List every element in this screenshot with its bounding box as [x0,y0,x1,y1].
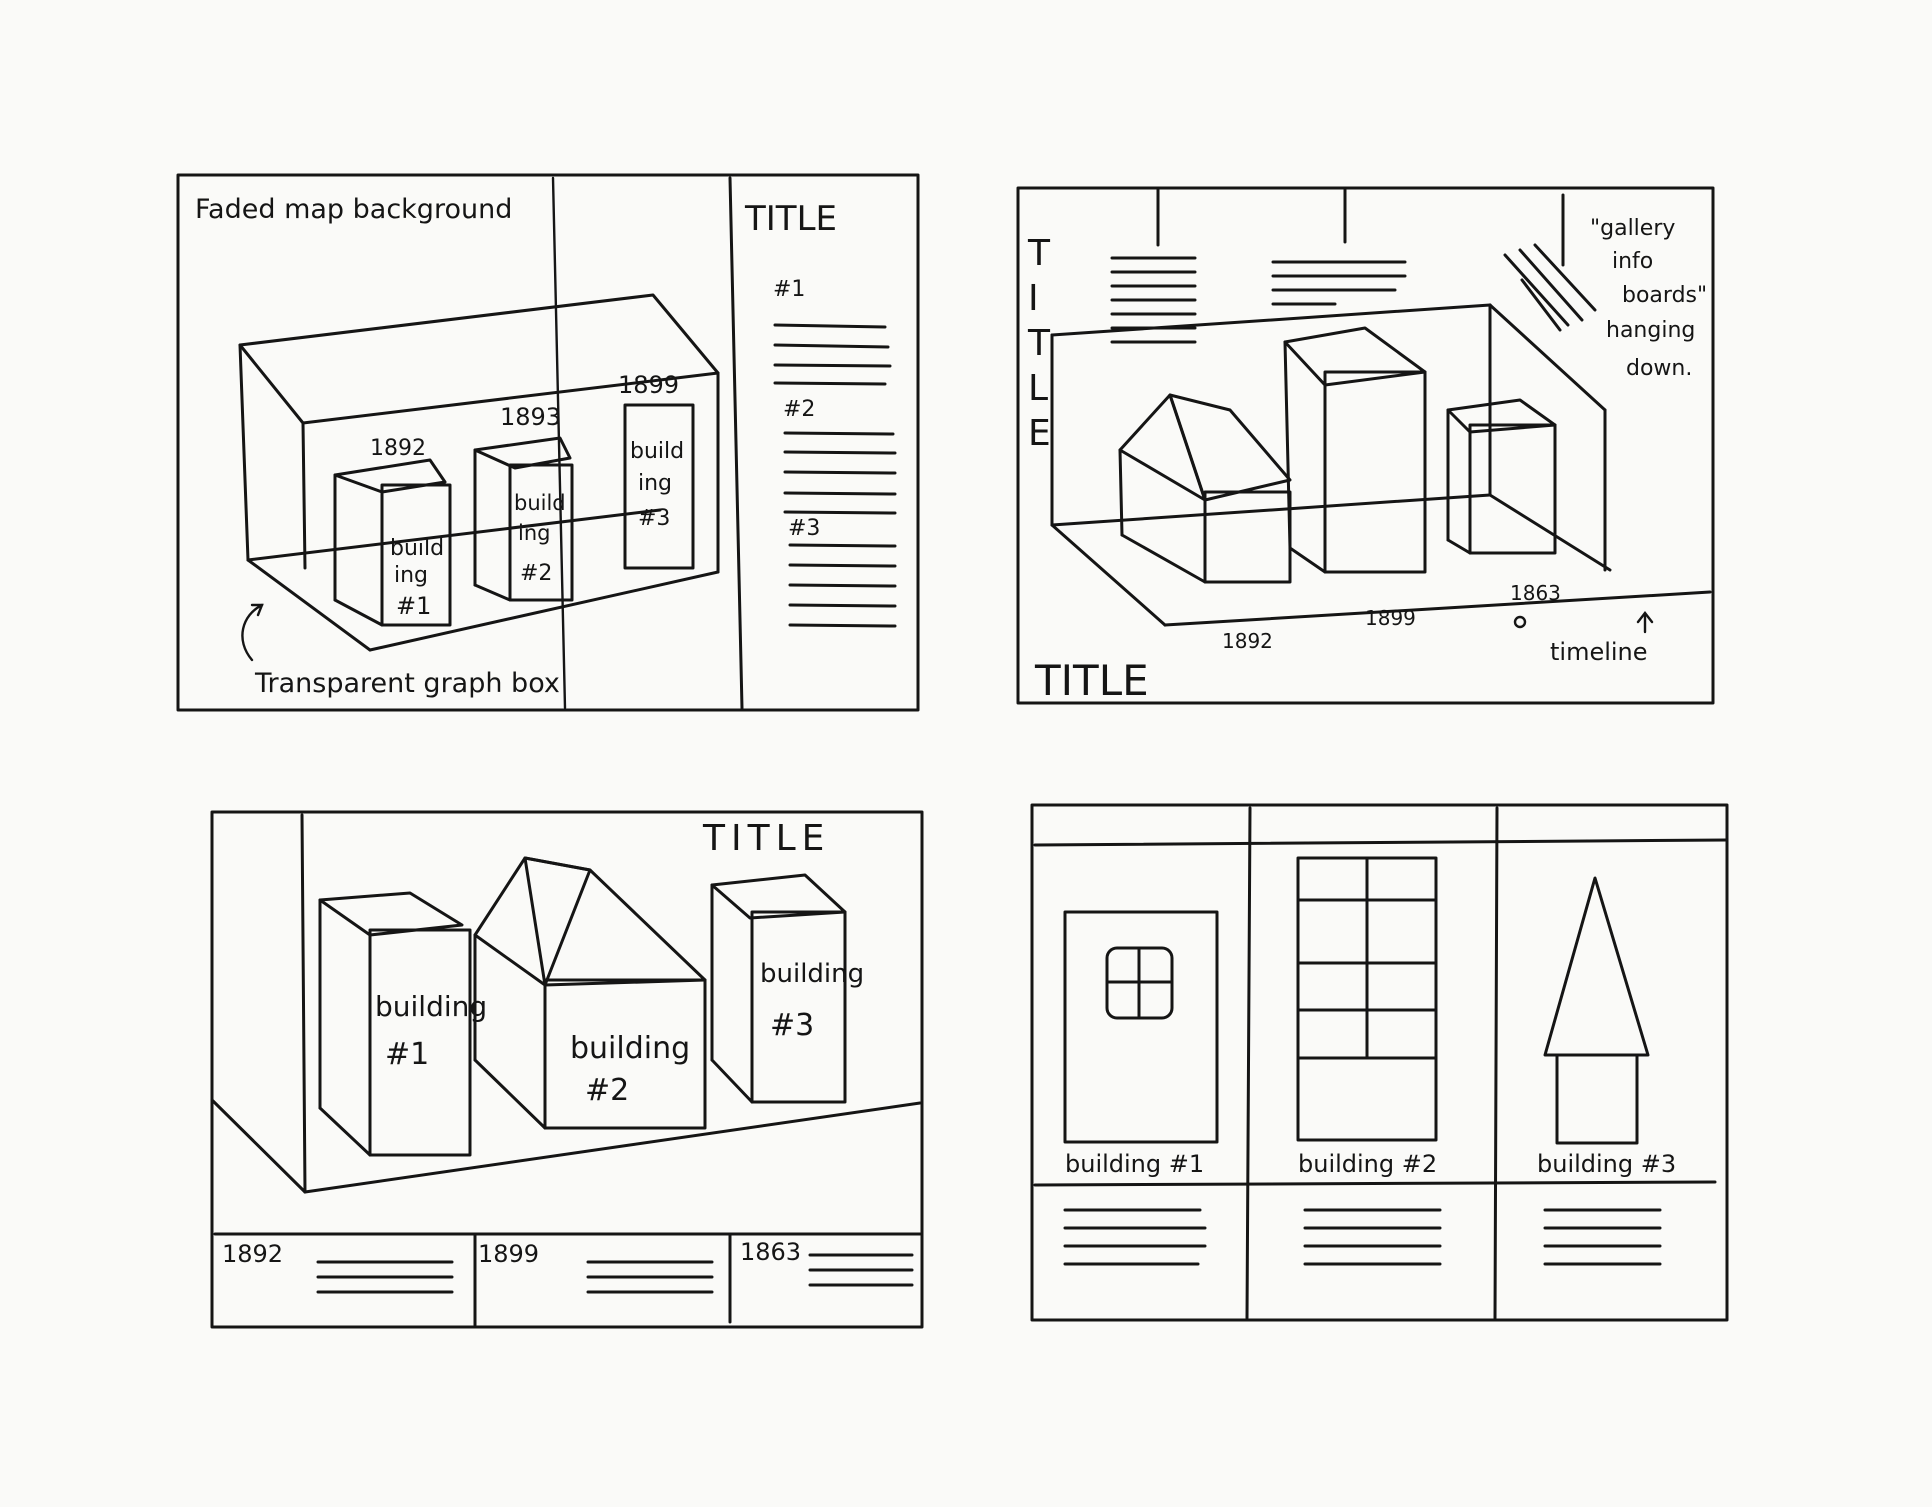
panel-3: TITLE building #1 building #2 building [212,812,922,1327]
panel-3-title: TITLE [702,818,830,859]
panel-1-marker-2: #2 [783,397,815,422]
panel-3-caption-2 [588,1262,712,1292]
panel-2-display-box [1052,305,1710,625]
panel-2-tower [1285,328,1425,572]
panel-4-caption-3 [1545,1210,1660,1264]
panel-1-title: TITLE [744,199,837,239]
panel-1-year-2: 1893 [500,403,561,431]
panel-2-year-1: 1892 [1222,629,1273,653]
panel-1: Faded map background TITLE #1 #2 #3 [178,175,918,710]
panel-3-year-3: 1863 [740,1238,801,1266]
panel-1-bldg3-line2: ing [638,471,672,496]
panel-3-bldg1-line1: building [375,990,487,1023]
panel-1-frame [178,175,918,710]
panel-3-caption-1 [318,1262,452,1292]
panel-1-bldg1-line1: build [390,536,444,561]
panel-4-top-rule [1035,840,1727,845]
panel-3-floor-edge [212,1100,305,1192]
panel-4-label-1: building #1 [1065,1150,1204,1178]
panel-3-bldg3-line1: building [760,959,864,989]
panel-3-year-2: 1899 [478,1240,539,1268]
panel-2-timeline-label: timeline [1550,638,1648,666]
panel-4-label-3: building #3 [1537,1150,1676,1178]
panel-2-note-line-5: down. [1626,356,1692,381]
panel-3-wall-edge [302,815,305,1192]
panel-1-bldg1-line3: #1 [396,592,431,620]
panel-2-title-letter-4: L [1028,368,1048,409]
panel-2-gallery-note: "gallery info boards" hanging down. [1590,216,1707,381]
panel-2-note-line-3: boards" [1622,283,1707,308]
panel-2-info-board-3 [1505,195,1595,330]
panel-2-title: TITLE [1034,656,1149,705]
panel-2-year-3: 1863 [1510,581,1561,605]
panel-4-divider-2 [1495,808,1497,1318]
panel-3-bldg3-line2: #3 [770,1008,814,1043]
panel-2-title-letter-1: T [1027,233,1051,274]
panel-3-building-1 [320,893,470,1155]
panel-2-info-board-2 [1273,190,1405,304]
panel-2-title-letter-3: T [1027,323,1051,364]
panel-1-bldg3-line3: #3 [638,506,670,531]
panel-1-map-label: Faded map background [195,194,512,225]
panel-1-bldg3-line1: build [630,439,684,464]
panel-1-bldg1-line2: ing [394,563,428,588]
panel-2-title-letter-2: I [1028,278,1039,319]
panel-1-bldg2-line1: build [514,491,566,515]
panel-2-note-line-4: hanging [1606,318,1695,343]
panel-1-bldg2-line2: ing [518,521,550,545]
panel-3-year-1: 1892 [222,1240,283,1268]
panel-4-caption-2 [1305,1210,1440,1264]
panel-1-marker-3: #3 [788,516,820,541]
panel-1-sidebar-divider [730,178,742,708]
panel-1-list-1 [775,325,890,384]
panel-1-box-label: Transparent graph box [254,668,560,699]
panel-2-year-2: 1899 [1365,606,1416,630]
panel-2-house [1120,395,1290,582]
panel-3-bldg2-line1: building [570,1031,690,1066]
panel-2-note-line-1: "gallery [1590,216,1675,241]
panel-1-list-2 [785,433,895,513]
panel-1-list-3 [790,545,895,626]
panel-2: T I T L E [1018,188,1713,705]
panel-2-title-letter-5: E [1028,413,1051,454]
panel-4-caption-rule [1035,1182,1715,1185]
panel-1-year-3: 1899 [618,371,679,399]
panel-2-block [1448,400,1555,553]
panel-3-caption-3 [810,1255,912,1285]
timeline-marker-icon [1515,617,1525,627]
panel-1-bldg2-line3: #2 [520,561,552,586]
panel-4-building-2 [1298,858,1436,1140]
panel-4: building #1 building #2 building #3 [1032,805,1727,1320]
panel-3-horizon [305,1103,920,1192]
panel-4-divider-1 [1247,808,1250,1318]
panel-4-building-3 [1545,878,1648,1143]
panel-3-bldg1-line2: #1 [385,1037,429,1072]
panel-3-bldg2-line2: #2 [585,1073,629,1108]
panel-2-info-board-1 [1112,190,1195,342]
panel-2-note-line-2: info [1612,249,1653,274]
panel-4-label-2: building #2 [1298,1150,1437,1178]
panel-1-year-1: 1892 [370,436,426,461]
panel-4-caption-1 [1065,1210,1205,1264]
panel-4-frame [1032,805,1727,1320]
panel-1-marker-1: #1 [773,277,805,302]
